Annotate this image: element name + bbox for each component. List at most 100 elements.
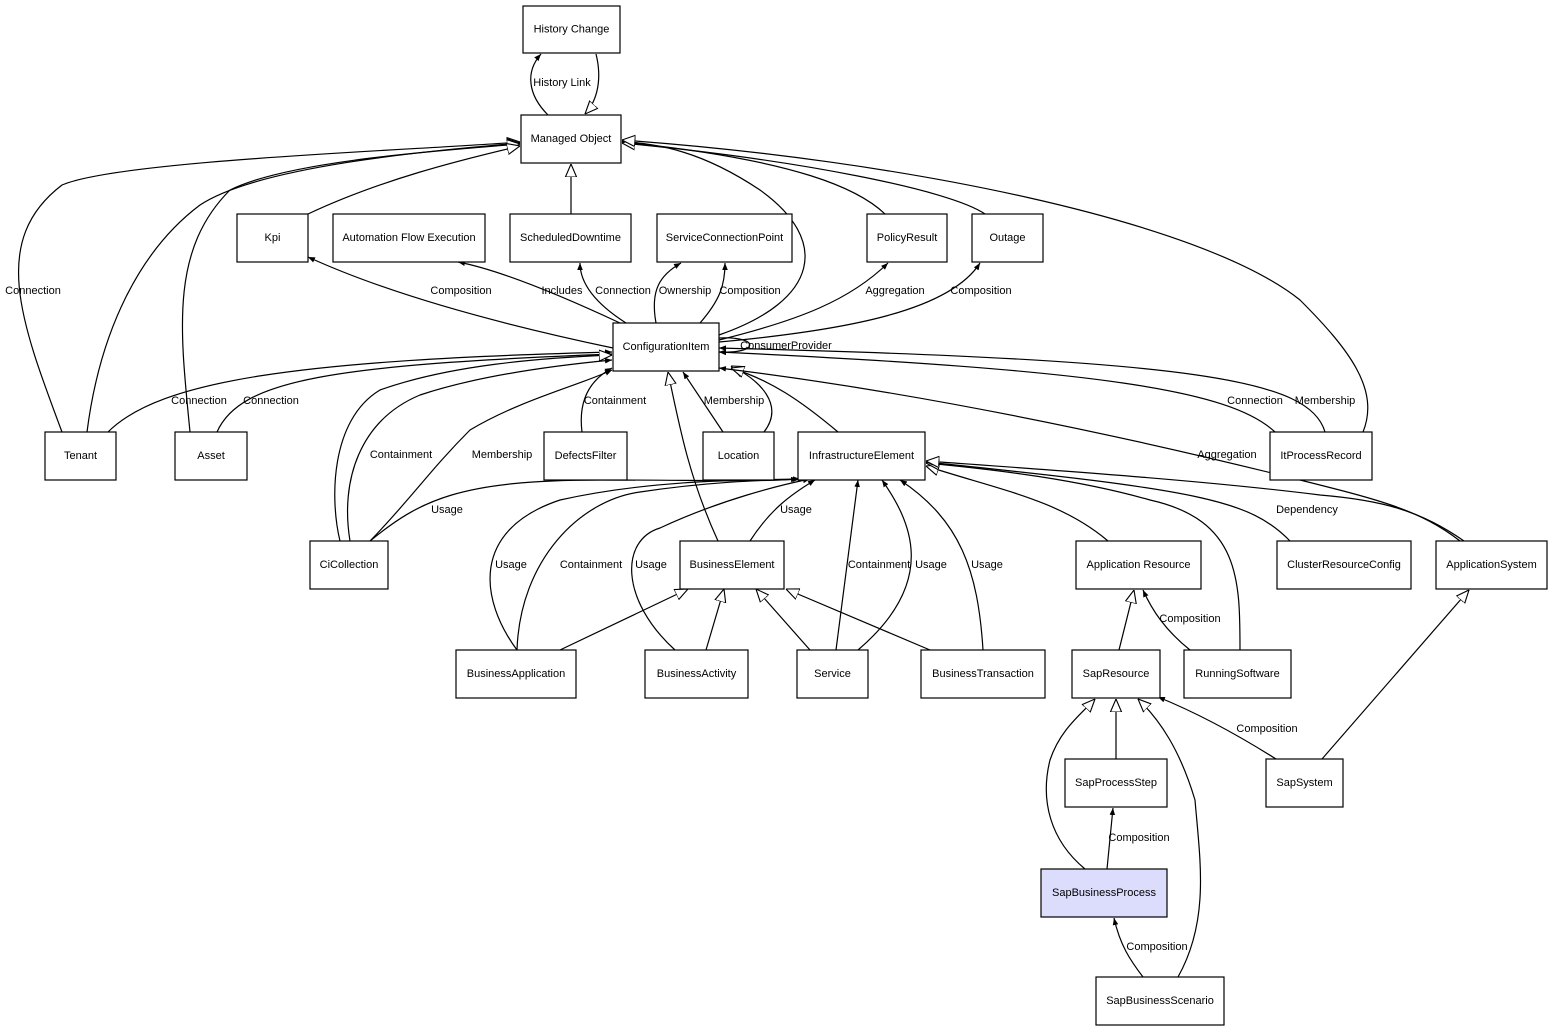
edge-label: Ownership xyxy=(659,285,712,297)
class-node-outage[interactable]: Outage xyxy=(971,213,1044,263)
class-node-history-change[interactable]: History Change xyxy=(522,5,621,54)
class-box xyxy=(520,114,622,164)
class-name: ApplicationSystem xyxy=(1446,559,1537,571)
association-edge xyxy=(577,262,627,324)
class-box xyxy=(236,213,309,263)
class-node-sap-business-scenario[interactable]: SapBusinessScenario xyxy=(1095,976,1225,1026)
edge-label: Aggregation xyxy=(1197,449,1256,461)
class-node-application-resource[interactable]: Application Resource xyxy=(1075,540,1202,590)
edge-label: Connection xyxy=(5,285,61,297)
class-name: Location xyxy=(718,450,760,462)
class-node-asset[interactable]: Asset xyxy=(174,431,248,481)
class-box xyxy=(1265,758,1344,808)
class-node-ci-collection[interactable]: CiCollection xyxy=(309,540,389,590)
association-edge xyxy=(1112,917,1144,978)
class-node-tenant[interactable]: Tenant xyxy=(44,431,117,481)
edge-label: Composition xyxy=(1159,613,1220,625)
class-box xyxy=(1064,758,1168,808)
class-node-sap-system[interactable]: SapSystem xyxy=(1265,758,1344,808)
class-box xyxy=(509,213,632,263)
class-box xyxy=(543,431,628,481)
class-name: Managed Object xyxy=(531,133,612,145)
inheritance-edge xyxy=(307,146,520,215)
edge-label: Connection xyxy=(243,395,299,407)
association-edge xyxy=(457,260,621,324)
class-box xyxy=(644,649,749,699)
association-edge xyxy=(1157,696,1277,760)
edge-label: Usage xyxy=(780,504,812,516)
class-node-business-application[interactable]: BusinessApplication xyxy=(455,649,577,699)
class-node-application-system[interactable]: ApplicationSystem xyxy=(1435,540,1548,590)
class-name: SapBusinessScenario xyxy=(1106,995,1214,1007)
class-name: BusinessApplication xyxy=(467,668,565,680)
class-name: Asset xyxy=(197,450,225,462)
class-node-location[interactable]: Location xyxy=(702,431,775,481)
class-node-automation-flow-execution[interactable]: Automation Flow Execution xyxy=(332,213,486,263)
class-box xyxy=(702,431,775,481)
inheritance-edge xyxy=(705,589,724,651)
class-node-scheduled-downtime[interactable]: ScheduledDowntime xyxy=(509,213,632,263)
class-node-sap-resource[interactable]: SapResource xyxy=(1071,649,1161,699)
inheritance-edge xyxy=(926,463,1241,651)
class-node-business-element[interactable]: BusinessElement xyxy=(679,540,785,590)
class-name: InfrastructureElement xyxy=(809,450,914,462)
class-name: RunningSoftware xyxy=(1195,668,1279,680)
class-box xyxy=(797,431,926,481)
class-name: History Change xyxy=(534,23,610,35)
inheritance-edge xyxy=(1138,699,1202,978)
class-node-cluster-resource-config[interactable]: ClusterResourceConfig xyxy=(1276,540,1412,590)
class-name: ConfigurationItem xyxy=(623,341,710,353)
edge-label: Usage xyxy=(915,559,947,571)
class-box xyxy=(455,649,577,699)
class-node-defects-filter[interactable]: DefectsFilter xyxy=(543,431,628,481)
class-node-sap-process-step[interactable]: SapProcessStep xyxy=(1064,758,1168,808)
class-node-business-activity[interactable]: BusinessActivity xyxy=(644,649,749,699)
edge-label: Composition xyxy=(719,285,780,297)
edge-label: ConsumerProvider xyxy=(740,340,832,352)
class-box xyxy=(1040,868,1168,918)
class-name: SapProcessStep xyxy=(1075,777,1157,789)
class-box xyxy=(1095,976,1225,1026)
inheritance-edge xyxy=(731,368,839,433)
class-node-configuration-item[interactable]: ConfigurationItem xyxy=(612,322,720,372)
class-name: ServiceConnectionPoint xyxy=(666,232,783,244)
association-edge xyxy=(307,256,614,349)
edge-label: Containment xyxy=(560,559,622,571)
association-edge xyxy=(718,262,889,341)
inheritance-edge xyxy=(559,589,688,651)
class-box xyxy=(612,322,720,372)
edge-label: Containment xyxy=(848,559,910,571)
class-node-service-connection-point[interactable]: ServiceConnectionPoint xyxy=(656,213,793,263)
association-edge xyxy=(857,479,912,651)
edge-label: Connection xyxy=(171,395,227,407)
inheritance-edge xyxy=(1045,699,1095,870)
association-edge xyxy=(718,262,981,343)
class-node-business-transaction[interactable]: BusinessTransaction xyxy=(920,649,1046,699)
class-name: BusinessActivity xyxy=(657,668,737,680)
class-node-infrastructure-element[interactable]: InfrastructureElement xyxy=(797,431,926,481)
association-edge xyxy=(369,369,613,542)
edge-label: Aggregation xyxy=(865,285,924,297)
class-node-it-process-record[interactable]: ItProcessRecord xyxy=(1269,431,1373,481)
class-node-service[interactable]: Service xyxy=(796,649,869,699)
class-node-sap-business-process[interactable]: SapBusinessProcess xyxy=(1040,868,1168,918)
edge-label: History Link xyxy=(533,77,591,89)
class-box xyxy=(656,213,793,263)
class-node-managed-object[interactable]: Managed Object xyxy=(520,114,622,164)
association-edge xyxy=(653,262,682,324)
class-node-kpi[interactable]: Kpi xyxy=(236,213,309,263)
class-node-running-software[interactable]: RunningSoftware xyxy=(1183,649,1292,699)
association-edge xyxy=(107,349,613,433)
edges-layer xyxy=(17,53,1469,978)
class-box xyxy=(1075,540,1202,590)
edge-label: Dependency xyxy=(1276,504,1338,516)
class-name: Automation Flow Execution xyxy=(342,232,475,244)
edge-label: Includes xyxy=(542,285,583,297)
inheritance-edge xyxy=(17,142,520,433)
class-node-policy-result[interactable]: PolicyResult xyxy=(866,213,948,263)
class-name: ItProcessRecord xyxy=(1280,450,1361,462)
edge-label: Usage xyxy=(495,559,527,571)
